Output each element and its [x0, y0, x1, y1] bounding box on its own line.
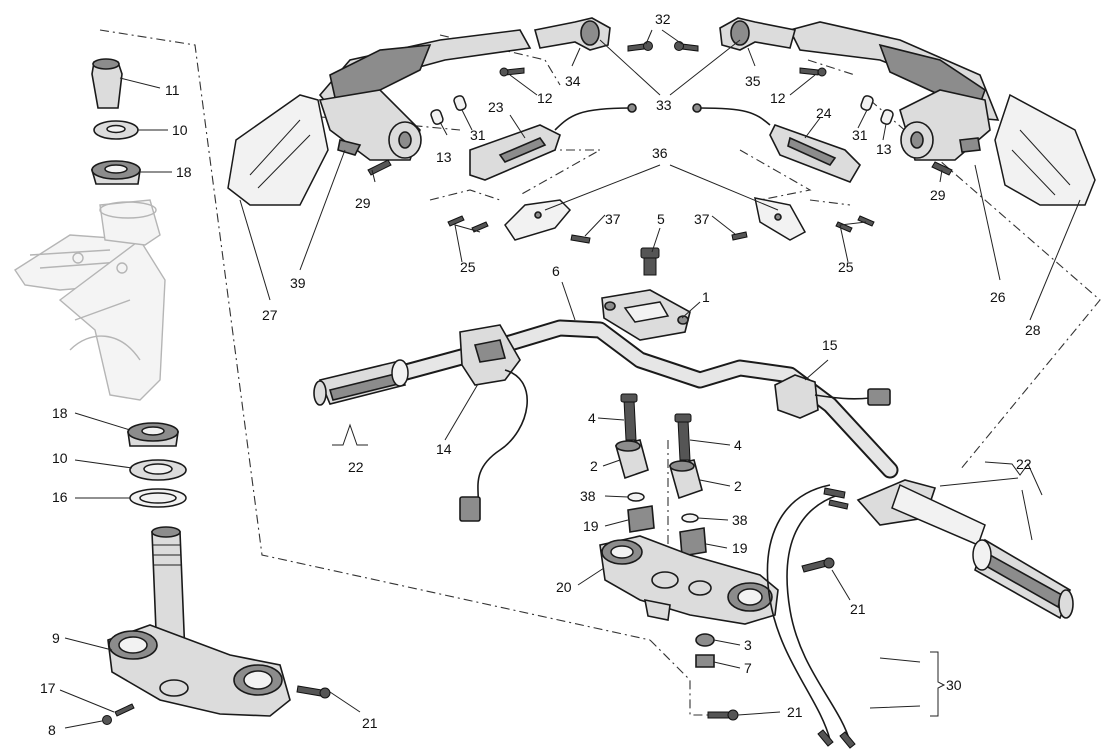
callout-29-right: 29: [930, 187, 946, 203]
callout-7: 7: [744, 660, 752, 676]
callout-21-bottom: 21: [787, 704, 803, 720]
handlebar-risers: [615, 393, 707, 557]
callout-13-right: 13: [876, 141, 892, 157]
callout-23: 23: [488, 99, 504, 115]
callout-15: 15: [822, 337, 838, 353]
callout-12-left: 12: [537, 90, 553, 106]
callout-8: 8: [48, 722, 56, 738]
callout-9: 9: [52, 630, 60, 646]
callout-18-lower: 18: [52, 405, 68, 421]
callout-14: 14: [436, 441, 452, 457]
frame-ghost: [14, 199, 166, 401]
callout-22-right: 22: [1016, 456, 1032, 472]
callout-34: 34: [565, 73, 581, 89]
callout-4-right: 4: [734, 437, 742, 453]
callout-21-left: 21: [362, 715, 378, 731]
switch-brackets: [469, 103, 862, 183]
right-switch-housing: [774, 374, 819, 419]
callout-25-right: 25: [838, 259, 854, 275]
left-switch-connector: [459, 496, 481, 522]
callout-6: 6: [552, 263, 560, 279]
callout-2-left: 2: [590, 458, 598, 474]
callout-4-left: 4: [588, 410, 596, 426]
callout-19-left: 19: [583, 518, 599, 534]
steering-stem-stack: [90, 58, 331, 725]
callout-28: 28: [1025, 322, 1041, 338]
callout-10-top: 10: [172, 122, 188, 138]
right-mirror-glass: [994, 93, 1096, 206]
callout-25-left: 25: [460, 259, 476, 275]
callout-38-right: 38: [732, 512, 748, 528]
bushing-right: [679, 527, 707, 557]
callout-11: 11: [165, 82, 180, 98]
right-mirror-assembly: [788, 21, 1096, 206]
callout-30: 30: [946, 677, 962, 693]
callout-35: 35: [745, 73, 761, 89]
callout-5: 5: [657, 211, 665, 227]
callout-1: 1: [702, 289, 710, 305]
callout-24: 24: [816, 105, 832, 121]
callout-10-lower: 10: [52, 450, 68, 466]
callout-13-left: 13: [436, 149, 452, 165]
upper-triple-clamp: [599, 535, 835, 721]
callout-37-right: 37: [694, 211, 710, 227]
handlebar: [313, 247, 899, 522]
callout-31-left: 31: [470, 127, 486, 143]
callout-2-right: 2: [734, 478, 742, 494]
callout-3: 3: [744, 637, 752, 653]
callout-31-right: 31: [852, 127, 868, 143]
left-mirror-glass: [227, 94, 329, 206]
left-plate: [504, 199, 572, 241]
callout-38-left: 38: [580, 488, 596, 504]
callout-12-right: 12: [770, 90, 786, 106]
callout-18-top: 18: [176, 164, 192, 180]
callout-33: 33: [656, 97, 672, 113]
callout-26: 26: [990, 289, 1006, 305]
left-mirror-assembly: [227, 29, 532, 206]
throttle-assembly: [766, 479, 1074, 749]
callout-37-left: 37: [605, 211, 621, 227]
callout-29-left: 29: [355, 195, 371, 211]
callout-39: 39: [290, 275, 306, 291]
callout-17: 17: [40, 680, 56, 696]
callout-19-right: 19: [732, 540, 748, 556]
leader-lines: [59, 29, 1081, 729]
callout-20: 20: [556, 579, 572, 595]
switch-plates: [447, 197, 875, 244]
callout-21-mid: 21: [850, 601, 866, 617]
callout-27: 27: [262, 307, 278, 323]
right-switch-connector: [867, 388, 891, 406]
callout-32: 32: [655, 11, 671, 27]
callout-labels: 11 10 18 18 10 16 9 17 8 21 27 39 29 13 …: [40, 11, 1041, 738]
callout-22-left: 22: [348, 459, 364, 475]
bushing-left: [627, 505, 655, 533]
callout-36: 36: [652, 145, 668, 161]
callout-16: 16: [52, 489, 68, 505]
